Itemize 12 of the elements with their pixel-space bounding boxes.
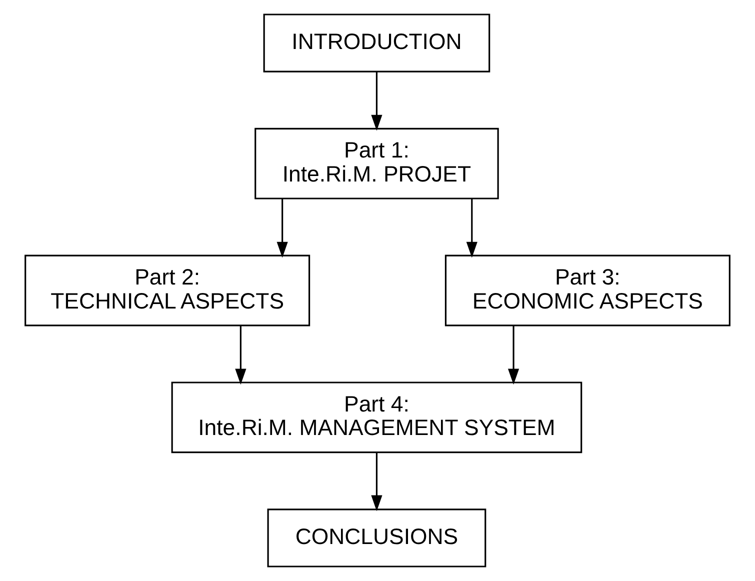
node-box: Part 1: Inte.Ri.M. PROJET — [254, 128, 499, 200]
arrow — [371, 452, 382, 512]
node-box: Part 3: ECONOMIC ASPECTS — [444, 254, 730, 326]
arrow — [466, 198, 478, 258]
arrow — [508, 326, 520, 385]
node-box: INTRODUCTION — [263, 14, 490, 72]
node-box: CONCLUSIONS — [267, 508, 486, 568]
arrow — [371, 72, 382, 131]
arrow — [276, 198, 288, 258]
arrow — [235, 326, 246, 385]
node-box: Part 4: Inte.Ri.M. MANAGEMENT SYSTEM — [171, 382, 582, 454]
node-box: Part 2: TECHNICAL ASPECTS — [24, 254, 310, 326]
